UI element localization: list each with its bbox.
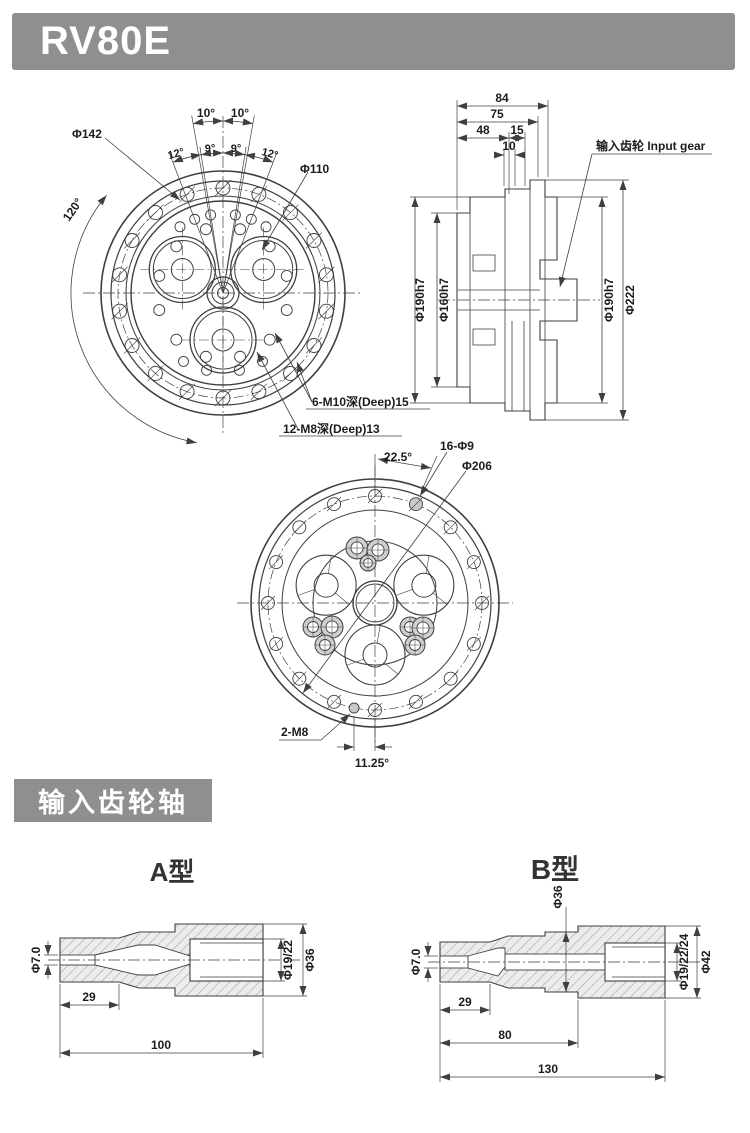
- shaft-a-title: A型: [150, 857, 195, 887]
- side-dim-75: 75: [490, 107, 504, 121]
- shaft-b-dia36: Φ36: [551, 885, 565, 909]
- side-dim-10: 10: [502, 139, 516, 153]
- side-dia-160h7: Φ160h7: [437, 278, 451, 322]
- front-tap-m8-label: 12-M8深(Deep)13: [283, 421, 380, 436]
- shaft-b-len29: 29: [458, 995, 472, 1009]
- bottom-angle-11-25: 11.25°: [355, 756, 389, 770]
- model-title: RV80E: [40, 19, 172, 63]
- section-header-bar: 输入齿轮轴: [14, 779, 212, 822]
- shaft-type-b: B型: [409, 854, 713, 1082]
- shaft-drawings: A型: [29, 854, 713, 1082]
- bottom-dia-206: Φ206: [462, 459, 492, 473]
- side-view: 84 75 48 15 10 Φ190h7 Φ160h7 Φ190h7 Φ222…: [410, 91, 712, 421]
- front-angle120-label: 120°: [60, 195, 86, 224]
- front-angle9-left-label: 9°: [205, 143, 216, 155]
- shaft-a-len100: 100: [151, 1038, 171, 1052]
- shaft-b-dia42: Φ42: [699, 950, 713, 974]
- shaft-b-dia192224: Φ19/22/24: [677, 933, 691, 990]
- bottom-holes-16: 16-Φ9: [440, 439, 474, 453]
- technical-drawings: Φ142 Φ110 120° 10° 10° 12° 9° 9° 12° 6-M…: [60, 91, 712, 770]
- front-dia110-label: Φ110: [300, 162, 330, 176]
- side-dim-48: 48: [476, 123, 490, 137]
- front-angle10-right-label: 10°: [231, 106, 249, 120]
- front-angle10-left-label: 10°: [197, 106, 215, 120]
- shaft-b-len80: 80: [498, 1028, 512, 1042]
- shaft-type-a: A型: [29, 857, 317, 1058]
- shaft-a-dia1922: Φ19/22: [281, 940, 295, 980]
- model-header-bar: RV80E: [12, 13, 735, 70]
- side-dia-222: Φ222: [623, 285, 637, 315]
- front-tap-m10-label: 6-M10深(Deep)15: [312, 394, 409, 409]
- side-dim-84: 84: [495, 91, 509, 105]
- input-gear-label: 输入齿轮 Input gear: [596, 138, 706, 153]
- planet-gear-circles: [140, 227, 306, 382]
- front-angle12-right-label: 12°: [260, 146, 279, 162]
- front-angle9-right-label: 9°: [231, 143, 242, 155]
- side-dia-190h7-right: Φ190h7: [602, 278, 616, 322]
- front-angle12-left-label: 12°: [167, 146, 186, 162]
- housing-outline: [456, 179, 578, 421]
- shaft-a-dia36: Φ36: [303, 948, 317, 972]
- bottom-view: 22.5° 16-Φ9 Φ206 2-M8 11.25°: [237, 439, 513, 770]
- side-dim-15: 15: [510, 123, 524, 137]
- shaft-b-dia7: Φ7.0: [409, 948, 423, 975]
- bottom-tap-2m8: 2-M8: [281, 725, 309, 739]
- shaft-b-title: B型: [531, 854, 579, 885]
- shaft-b-len130: 130: [538, 1062, 558, 1076]
- shaft-a-dia7: Φ7.0: [29, 946, 43, 973]
- front-view: Φ142 Φ110 120° 10° 10° 12° 9° 9° 12° 6-M…: [60, 106, 430, 445]
- front-dia142-label: Φ142: [72, 127, 102, 141]
- shaft-a-len29: 29: [82, 990, 96, 1004]
- bottom-angle-22-5: 22.5°: [384, 450, 412, 464]
- side-dia-190h7-left: Φ190h7: [413, 278, 427, 322]
- section-title: 输入齿轮轴: [38, 788, 188, 818]
